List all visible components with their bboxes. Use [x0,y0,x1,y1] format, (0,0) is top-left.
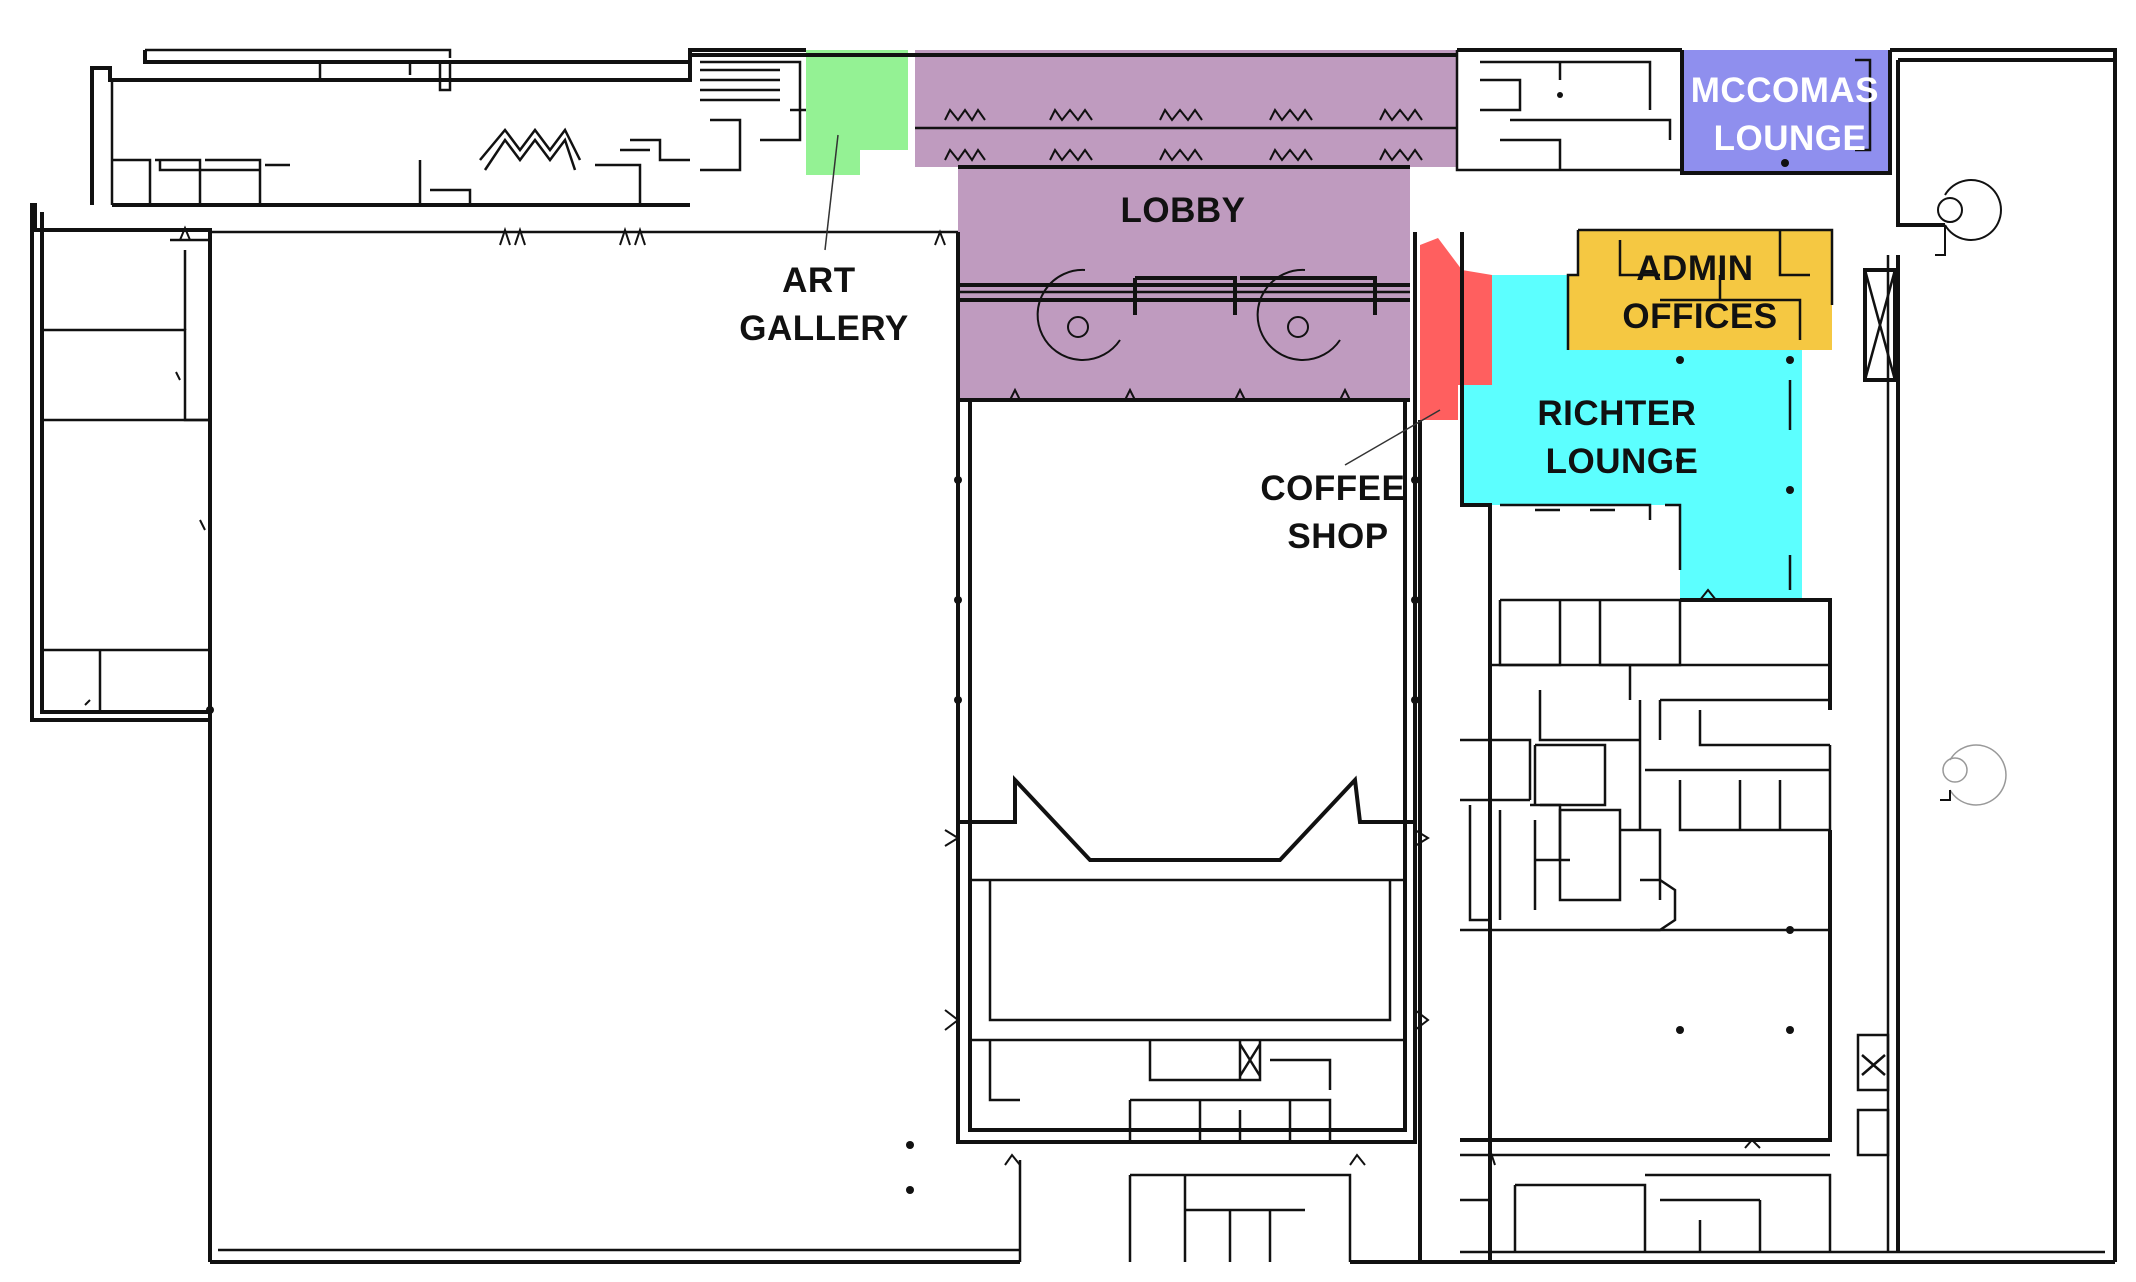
mccomas-lounge-label: MCCOMAS LOUNGE [1691,71,1889,158]
coffee-shop-label-line-2: SHOP [1287,517,1388,556]
labels-layer: LOBBY ART GALLERY MCCOMAS LOUNGE ADMIN O… [739,71,1889,556]
admin-offices-label-line-2: OFFICES [1622,297,1777,336]
left-rooms [42,238,214,714]
outer-walls [30,48,2117,1264]
art-gallery-label: ART GALLERY [739,261,908,348]
richter-lounge-label: RICHTER LOUNGE [1537,394,1706,481]
admin-offices-label: ADMIN OFFICES [1622,249,1777,336]
mccomas-lounge-label-line-2: LOUNGE [1714,119,1867,158]
mccomas-lounge-label-line-1: MCCOMAS [1691,71,1879,110]
lobby-seating [944,108,1423,162]
coffee-shop-zone[interactable] [1420,238,1492,420]
coffee-shop-leader [1344,409,1441,466]
lobby-spiral-stairs [1036,268,1377,361]
richter-lounge-zone[interactable] [1462,275,1802,600]
zones-layer [806,50,1890,600]
lobby-label: LOBBY [1121,191,1246,230]
art-gallery-label-line-2: GALLERY [739,309,908,348]
richter-lounge-label-line-1: RICHTER [1537,394,1696,433]
leader-lines [824,134,1441,466]
art-gallery-zone[interactable] [806,50,908,175]
mccomas-lounge-zone[interactable] [1682,50,1890,173]
lobby-theater [906,108,1457,1262]
art-gallery-leader [824,134,839,251]
admin-offices-zone[interactable] [1568,230,1832,350]
lobby-zone[interactable] [915,50,1457,400]
right-block [1418,50,2007,1262]
admin-offices-label-line-1: ADMIN [1636,249,1753,288]
top-left-wing [112,60,958,246]
coffee-shop-label: COFFEE SHOP [1260,469,1415,556]
coffee-shop-label-line-1: COFFEE [1260,469,1405,508]
richter-lounge-label-line-2: LOUNGE [1546,442,1699,481]
art-gallery-label-line-1: ART [782,261,855,300]
